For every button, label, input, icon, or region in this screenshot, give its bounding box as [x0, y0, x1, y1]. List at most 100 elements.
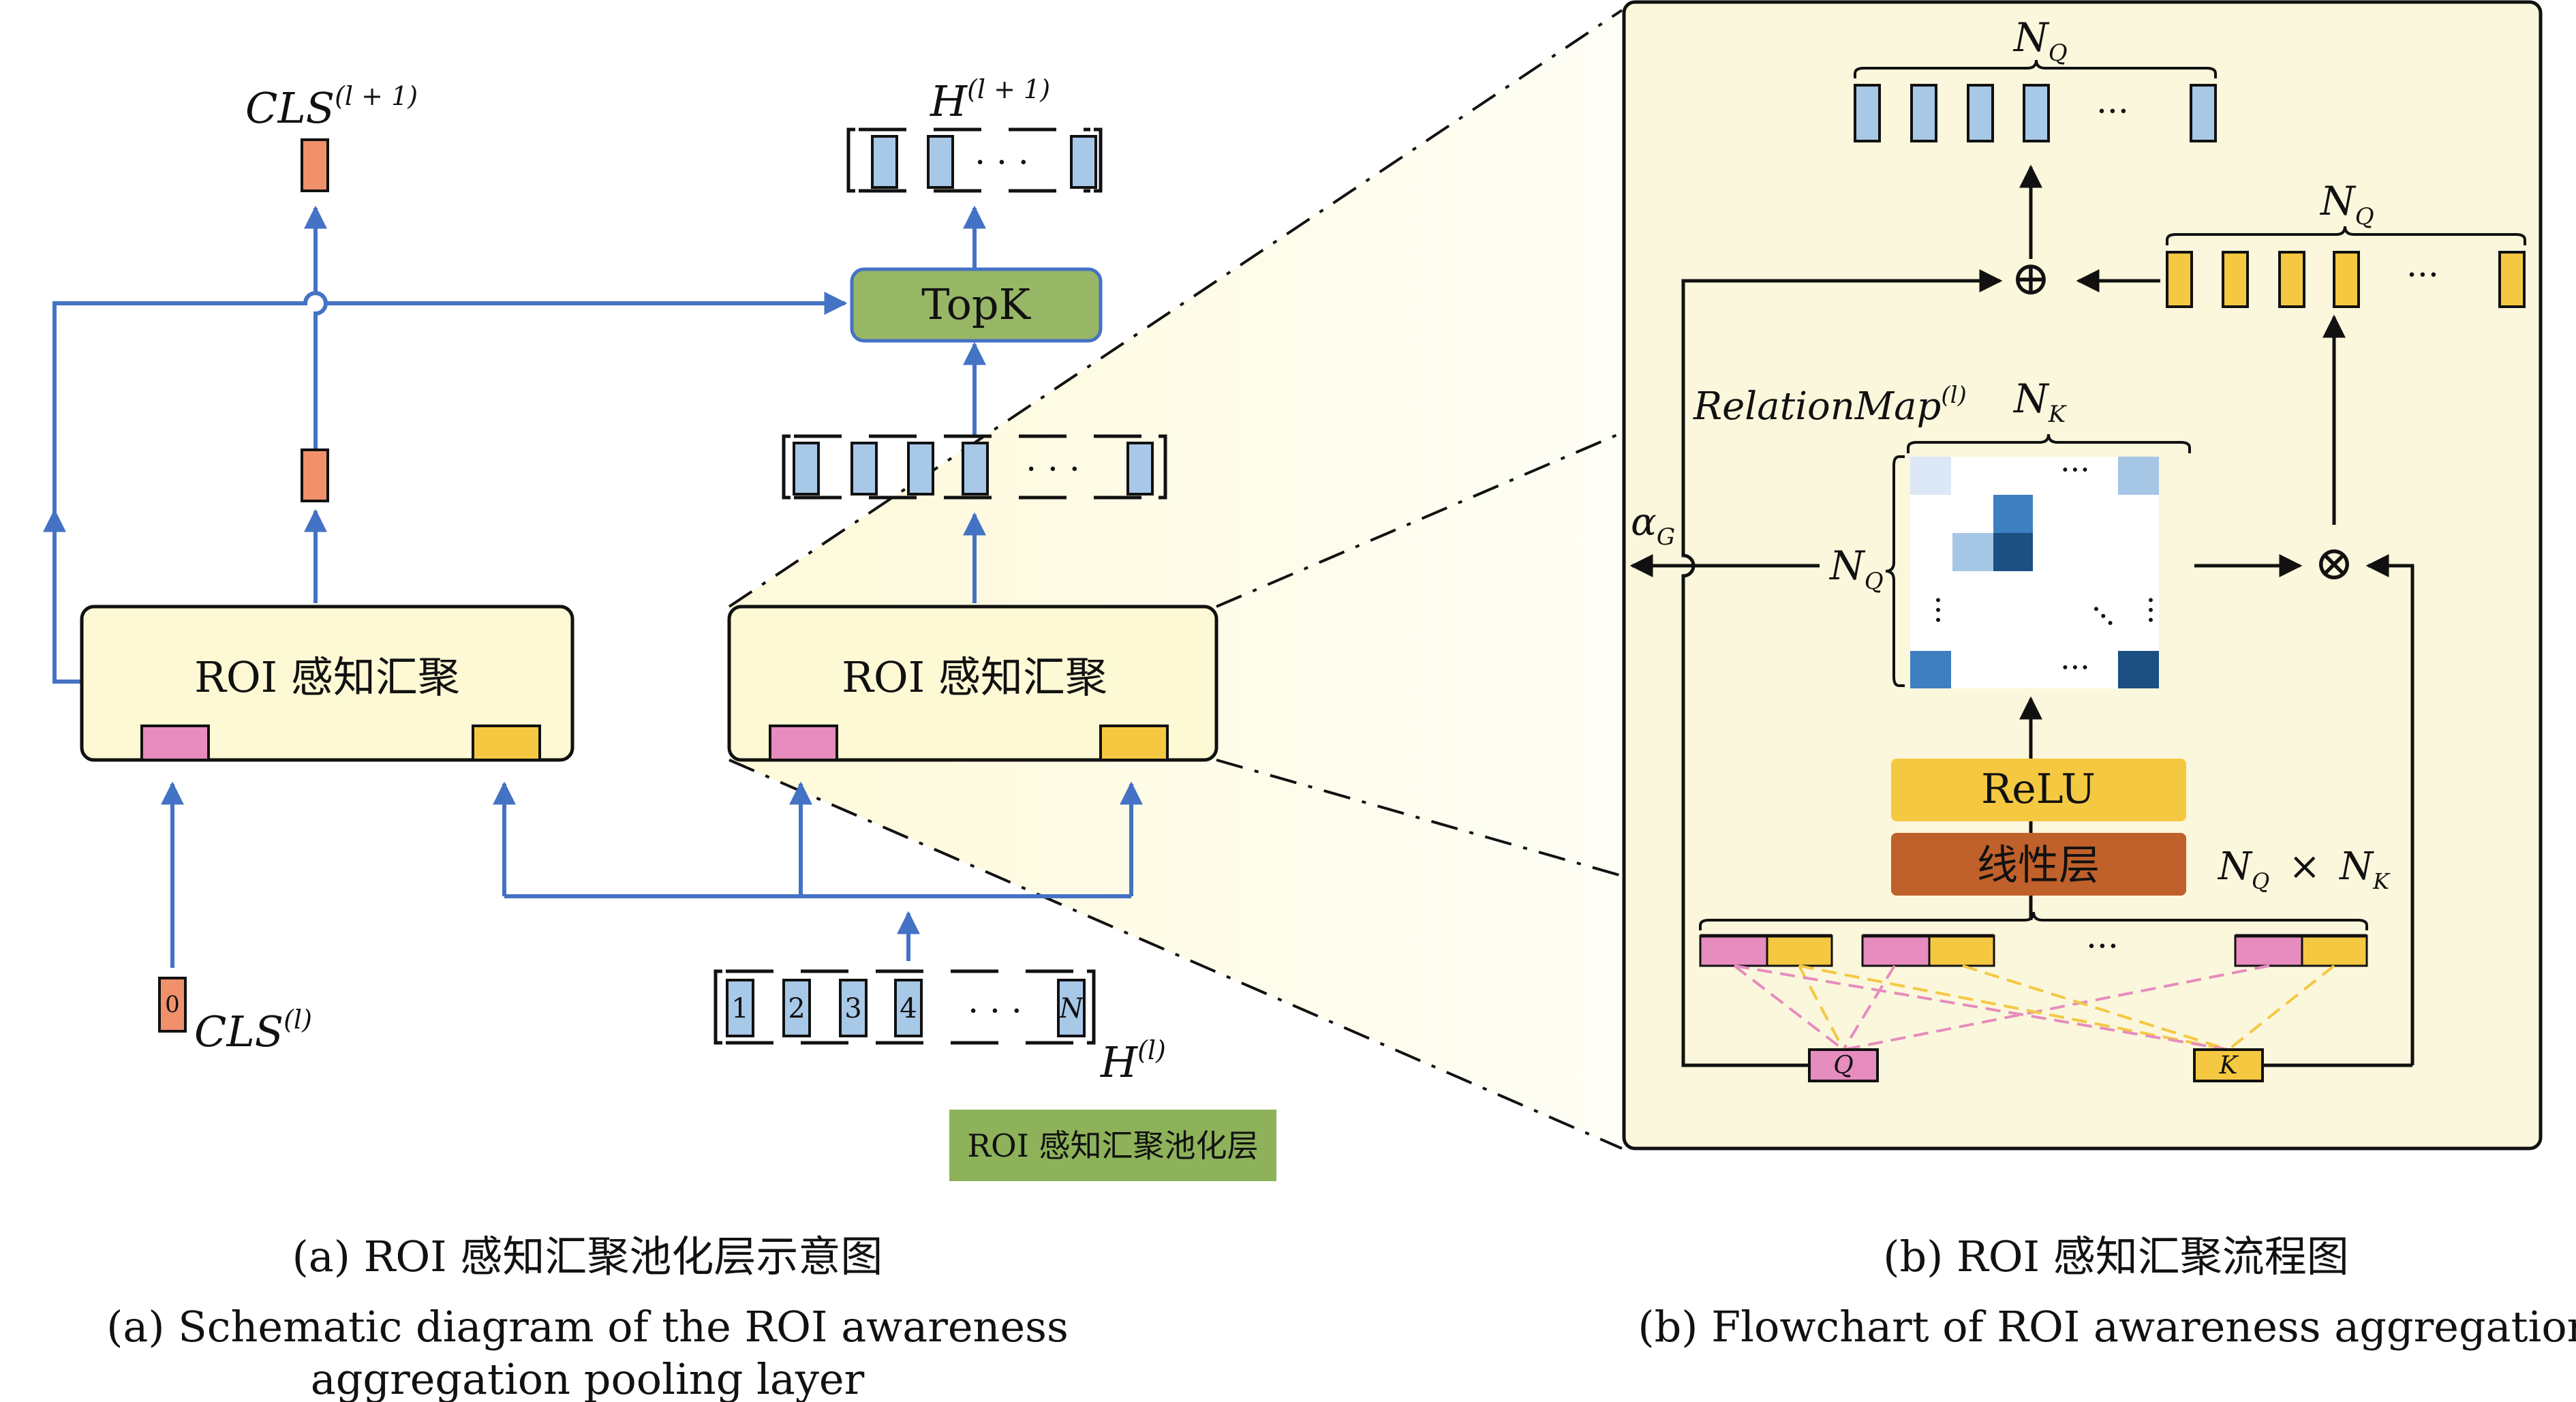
- multiply-operator: ⊗: [2314, 535, 2355, 591]
- h-current-token-index: 1: [731, 993, 748, 1024]
- relation-map-label: RelationMap(l): [1693, 382, 1967, 429]
- h-current-label: H(l): [1100, 1035, 1166, 1087]
- roi-right-k-port: [1099, 725, 1169, 761]
- h-mid-ellipsis: · · ·: [1026, 449, 1079, 489]
- nq-side-label: NQ: [1828, 543, 1884, 595]
- h-mid-token: [793, 442, 820, 496]
- yellow-token: [2278, 251, 2305, 308]
- q-token: [1808, 1048, 1879, 1082]
- yellow-token-row: ··· NQ: [2166, 178, 2526, 308]
- h-mid-token-group: · · ·: [782, 434, 1167, 500]
- h-current-token: [782, 979, 811, 1037]
- h-next-token: [927, 135, 954, 189]
- topk-box: [850, 267, 1103, 343]
- zoom-projection: [728, 9, 1623, 1150]
- h-current-token-group: 1 2 3 4 N · · ·: [714, 969, 1096, 1045]
- alpha-label: αG: [1631, 500, 1675, 551]
- output-ellipsis: ···: [2096, 91, 2129, 131]
- relu-box: [1891, 759, 2186, 821]
- pair-brace: [1699, 911, 2368, 930]
- cls-next-label: CLS(l + 1): [245, 81, 418, 133]
- cls-current-index: 0: [165, 991, 180, 1018]
- roi-block-left: [80, 605, 574, 762]
- heat-cell: [1910, 457, 1951, 495]
- h-current-token: [839, 979, 868, 1037]
- yellow-ellipsis: ···: [2406, 255, 2439, 294]
- pair-k-half: [1766, 934, 1833, 967]
- cls-current-token: [158, 977, 187, 1033]
- cls-current-label: CLS(l): [194, 1005, 312, 1056]
- roi-left-q-port: [140, 725, 210, 761]
- h-next-label: H(l + 1): [930, 74, 1050, 126]
- nk-brace: [1907, 433, 2191, 453]
- output-count: NQ: [2012, 14, 2068, 67]
- pair-q-half: [1699, 934, 1768, 967]
- pair-q-half: [2234, 934, 2303, 967]
- output-token: [1967, 84, 1994, 142]
- h-next-token: [1070, 135, 1097, 189]
- caption-a-english-line1: (a) Schematic diagram of the ROI awarene…: [106, 1302, 1069, 1352]
- cls-next-token: [301, 138, 329, 192]
- yellow-token: [2498, 251, 2526, 308]
- right-panel: ⊕ ⊗ ··· NQ ··· NQ RelationMap(l): [1622, 0, 2543, 1150]
- h-current-token-index: 4: [900, 993, 917, 1024]
- caption-b-english: (b) Flowchart of ROI awareness aggregati…: [1638, 1302, 2576, 1352]
- linear-label: 线性层: [1977, 842, 2100, 889]
- nk-label: NK: [2012, 376, 2068, 428]
- pair-k-half: [2301, 934, 2368, 967]
- pair-ellipsis: ···: [2086, 926, 2119, 966]
- pair-count-label: NQ×NK: [2217, 844, 2391, 894]
- heat-cell: [2118, 457, 2159, 495]
- q-label: Q: [1833, 1052, 1854, 1080]
- pair-k-half: [1928, 934, 1995, 967]
- nq-brace: [1885, 455, 1905, 687]
- h-current-ellipsis: · · ·: [968, 991, 1022, 1031]
- heat-row-ellipsis: ···: [2060, 649, 2090, 686]
- h-mid-token: [850, 442, 878, 496]
- legend-box: [949, 1110, 1276, 1181]
- k-token: [2193, 1048, 2264, 1082]
- heat-cell: [2118, 651, 2159, 688]
- roi-block-right-label: ROI 感知汇聚: [842, 652, 1107, 702]
- h-current-token-index: 2: [788, 993, 805, 1024]
- roi-right-q-port: [769, 725, 838, 761]
- output-token: [2023, 84, 2050, 142]
- pair-q-half: [1861, 934, 1931, 967]
- yellow-token: [2222, 251, 2249, 308]
- heat-cell: [1993, 533, 2033, 571]
- h-current-token: [894, 979, 923, 1037]
- h-next-token: [871, 135, 898, 189]
- left-diagram: CLS(l + 1) 0 CLS(l) ROI 感知汇聚 ROI 感知汇聚 To…: [43, 74, 1276, 1181]
- roi-block-left-label: ROI 感知汇聚: [194, 652, 460, 702]
- relation-map: RelationMap(l) NK NQ ··· ··· ··· ··· ···: [1693, 376, 2191, 688]
- output-token: [1854, 84, 1881, 142]
- output-brace: [1854, 59, 2217, 78]
- relu-label: ReLU: [1981, 765, 2096, 813]
- left-arrows: [43, 205, 1143, 968]
- h-current-token: [1057, 979, 1086, 1037]
- h-next-ellipsis: · · ·: [975, 142, 1028, 182]
- h-current-token: [726, 979, 754, 1037]
- heat-cell: [1910, 651, 1951, 688]
- roi-left-k-port: [472, 725, 541, 761]
- h-mid-token: [1126, 442, 1154, 496]
- caption-a-english-line2: aggregation pooling layer: [311, 1354, 865, 1402]
- output-token-row: ··· NQ: [1854, 14, 2217, 142]
- topk-label: TopK: [921, 279, 1032, 329]
- h-current-token-index: 3: [844, 993, 861, 1024]
- yellow-token: [2333, 251, 2360, 308]
- heat-col-ellipsis: ···: [2132, 595, 2169, 625]
- yellow-brace: [2166, 226, 2526, 245]
- cls-mid-token: [301, 448, 329, 502]
- heat-col-ellipsis: ···: [1920, 595, 1957, 625]
- pair-connections: [1733, 964, 2335, 1051]
- captions: (a) ROI 感知汇聚池化层示意图 (a) Schematic diagram…: [106, 1232, 2576, 1402]
- pair-token-row: ··· NQ×NK: [1699, 844, 2391, 967]
- caption-a-chinese: (a) ROI 感知汇聚池化层示意图: [292, 1232, 883, 1281]
- output-token: [1910, 84, 1937, 142]
- h-current-token-index: N: [1059, 993, 1085, 1024]
- linear-box: [1891, 833, 2186, 896]
- h-next-token-group: · · ·: [846, 127, 1103, 193]
- output-token: [2190, 84, 2217, 142]
